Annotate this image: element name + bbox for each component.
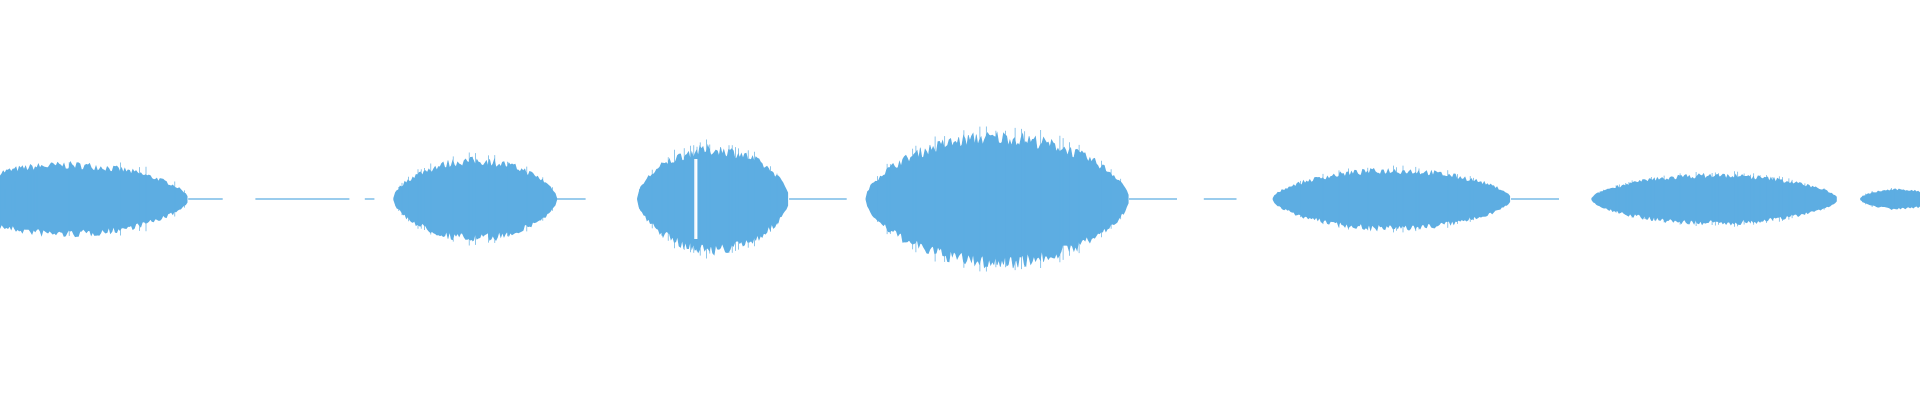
waveform-segment [393,156,558,242]
waveform-segment [865,131,1129,269]
waveform-segment [1272,168,1511,232]
waveform-segment [0,160,188,238]
waveform-segments [0,126,1920,272]
waveform-segment [637,143,789,256]
waveform-segment [1860,188,1920,210]
waveform-segment [1591,172,1837,226]
